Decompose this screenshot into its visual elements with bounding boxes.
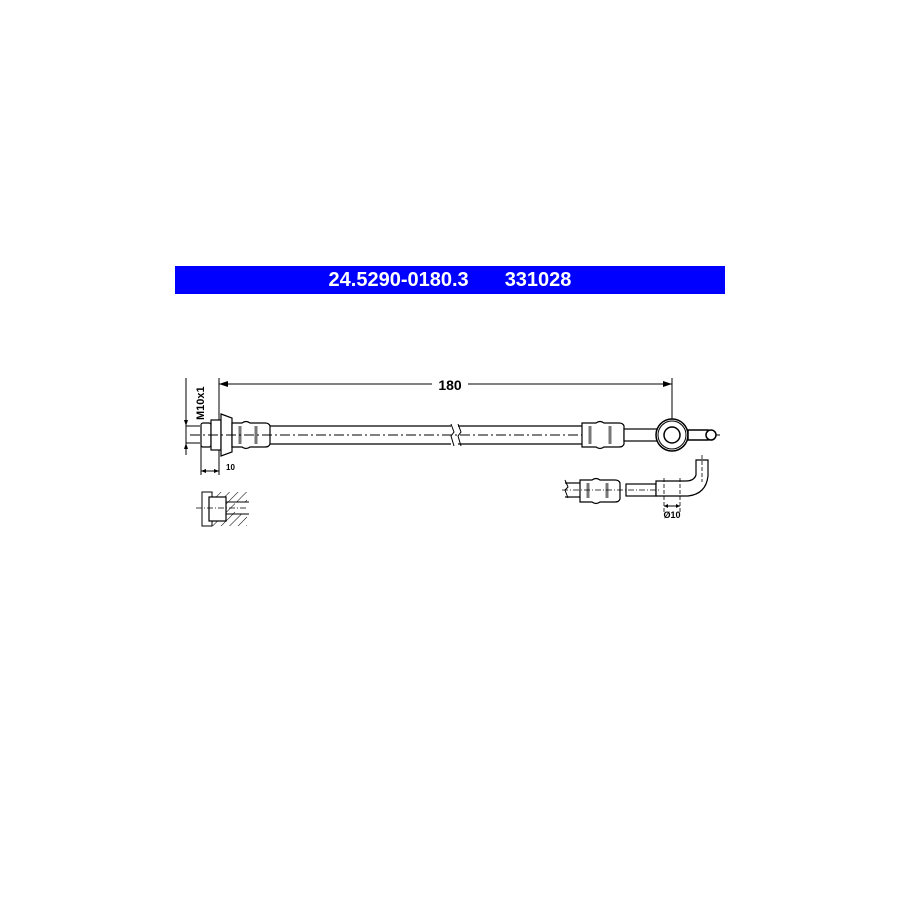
reference-number: 331028 — [504, 268, 572, 291]
part-number: 24.5290-0180.3 — [328, 268, 469, 291]
thread-section-detail — [196, 491, 249, 527]
part-number-banner: 24.5290-0180.3 331028 — [175, 266, 725, 294]
right-fitting — [581, 420, 661, 450]
side-view-detail — [562, 455, 709, 512]
banjo-fitting — [655, 418, 717, 452]
length-label: 180 — [438, 377, 462, 393]
length-dimension: 180 — [218, 377, 673, 450]
thread-label: M10x1 — [195, 386, 207, 420]
thread-dimension: M10x1 — [184, 378, 207, 455]
banjo-diameter-label: Ø10 — [663, 510, 680, 520]
thread-length-label: 10 — [226, 463, 235, 472]
